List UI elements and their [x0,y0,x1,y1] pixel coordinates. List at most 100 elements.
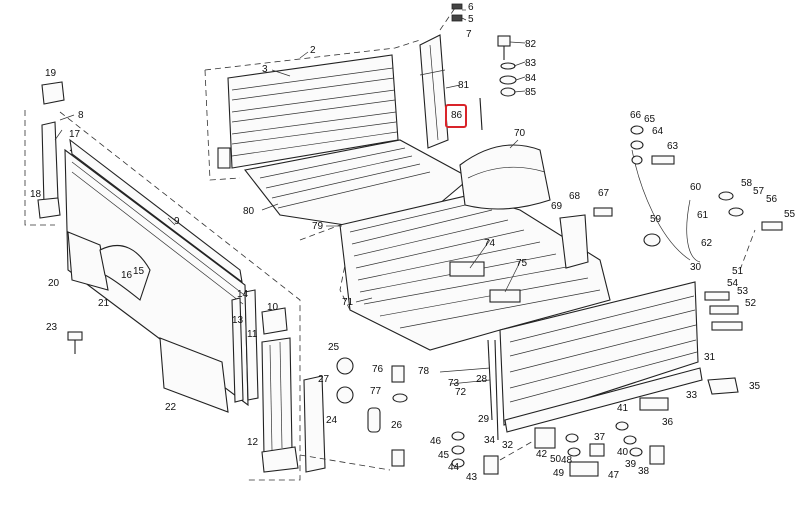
callout-80: 80 [243,206,255,217]
callout-13: 13 [232,315,244,326]
callout-77: 77 [370,386,382,397]
hinge-strips [439,339,499,441]
side-panel [24,110,301,481]
callout-83: 83 [525,58,537,69]
callout-78: 78 [418,366,430,377]
callout-66: 66 [630,110,642,121]
wheel-arch-panels [67,231,229,413]
callout-54: 54 [727,278,739,289]
callout-51: 51 [732,266,744,277]
callout-18: 18 [30,189,42,200]
bolt-23 [67,331,83,354]
rear-corner-post [261,307,299,473]
callout-12: 12 [247,437,259,448]
callout-24: 24 [326,415,338,426]
callout-79: 79 [312,221,324,232]
callout-43: 43 [466,472,478,483]
callout-49: 49 [553,468,565,479]
callout-26: 26 [391,420,403,431]
callout-56: 56 [766,194,778,205]
callout-labels: 2 3 5 6 7 8 9 10 11 12 13 14 15 16 17 18… [30,2,796,483]
callout-11: 11 [247,329,258,340]
callout-3: 3 [262,64,268,75]
callout-48: 48 [561,455,573,466]
callout-85: 85 [525,87,537,98]
callout-28: 28 [476,374,488,385]
callout-17: 17 [69,129,81,140]
callout-70: 70 [514,128,526,139]
callout-86: 86 [451,110,463,121]
callout-2: 2 [310,45,316,56]
callout-50: 50 [550,454,562,465]
callout-19: 19 [45,68,57,79]
leader-lines [54,9,526,303]
callout-68: 68 [569,191,581,202]
callout-59: 59 [650,214,662,225]
callout-62: 62 [701,238,713,249]
callout-42: 42 [536,449,548,460]
latch-hardware [704,229,756,331]
callout-10: 10 [267,302,279,313]
callout-20: 20 [48,278,60,289]
callout-61: 61 [697,210,709,221]
callout-21: 21 [98,298,110,309]
callout-9: 9 [174,216,180,227]
callout-7: 7 [466,29,472,40]
callout-52: 52 [745,298,757,309]
callout-82: 82 [525,39,537,50]
fastener-hardware [299,3,783,477]
wheel-housing [459,144,551,210]
callout-40: 40 [617,447,629,458]
callout-32: 32 [502,440,514,451]
callout-8: 8 [78,110,84,121]
side-rail-strips [231,289,259,403]
callout-69: 69 [551,201,563,212]
front-panel [204,39,421,181]
callout-30: 30 [690,262,702,273]
callout-35: 35 [749,381,761,392]
callout-45: 45 [438,450,450,461]
callout-63: 63 [667,141,679,152]
step-and-plate [639,377,739,411]
callout-67: 67 [598,188,610,199]
callout-58: 58 [741,178,753,189]
callout-22: 22 [165,402,177,413]
callout-46: 46 [430,436,442,447]
callout-57: 57 [753,186,765,197]
callout-25: 25 [328,342,340,353]
callout-75: 75 [516,258,528,269]
callout-23: 23 [46,322,58,333]
callout-44: 44 [448,462,460,473]
callout-29: 29 [478,414,490,425]
callout-76: 76 [372,364,384,375]
callout-55: 55 [784,209,796,220]
callout-36: 36 [662,417,674,428]
callout-60: 60 [690,182,702,193]
callout-31: 31 [704,352,716,363]
end-panel-24 [303,357,381,473]
tailgate [499,281,703,433]
callout-47: 47 [608,470,620,481]
callout-74: 74 [484,238,496,249]
callout-34: 34 [484,435,496,446]
callout-41: 41 [617,403,629,414]
callout-6: 6 [468,2,474,13]
callout-33: 33 [686,390,698,401]
callout-73: 73 [448,378,460,389]
callout-16: 16 [121,270,133,281]
callout-53: 53 [737,286,749,297]
callout-64: 64 [652,126,664,137]
stake-pocket-left [37,81,65,219]
floor-ribs [259,147,601,329]
callout-71: 71 [342,297,354,308]
callout-84: 84 [525,73,537,84]
callout-39: 39 [625,459,637,470]
callout-27: 27 [318,374,330,385]
highlight-box-86 [445,104,467,128]
callout-72: 72 [455,387,467,398]
callout-65: 65 [644,114,656,125]
corner-post [419,7,456,149]
callout-81: 81 [458,80,470,91]
